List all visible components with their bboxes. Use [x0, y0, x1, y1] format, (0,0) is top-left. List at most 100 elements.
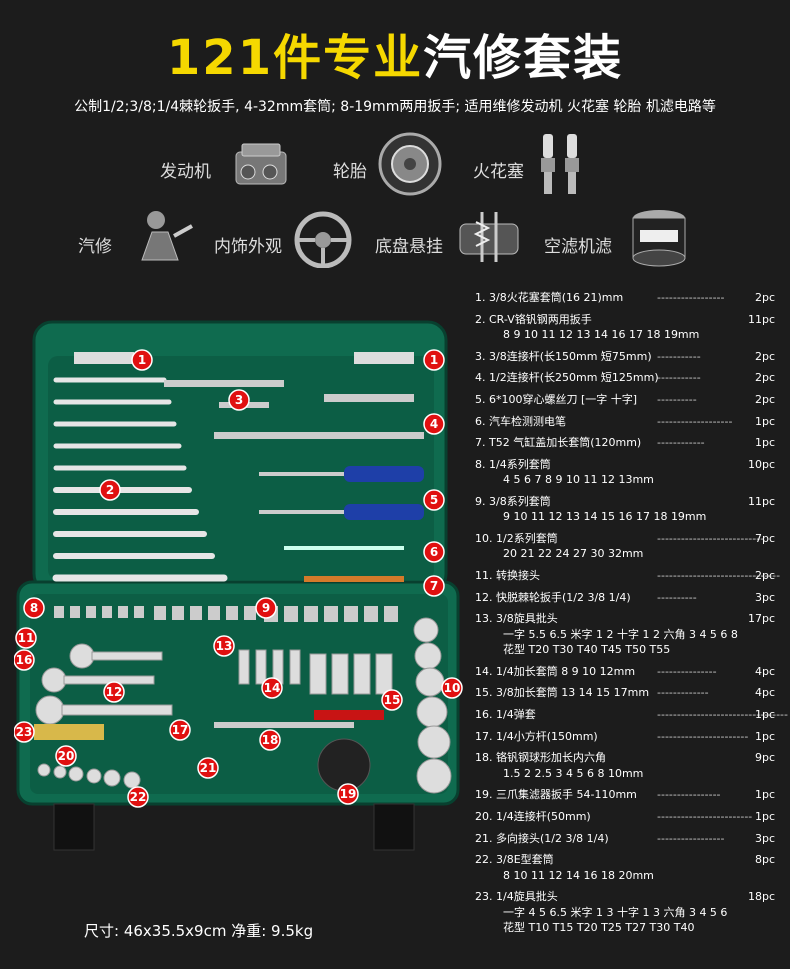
parts-list-item: 1. 3/8火花塞套筒(16 21)mm-----------------2pc: [475, 292, 785, 306]
item-name: 18. 铬钒钢球形加长内六角: [475, 751, 606, 765]
item-name: 16. 1/4弹套: [475, 708, 536, 721]
item-name: 10. 1/2系列套筒: [475, 531, 558, 545]
ratchet-set: [35, 643, 173, 725]
callout-7-text: 7: [430, 579, 438, 593]
callout-8: 8: [23, 597, 45, 619]
item-detail: 8 10 11 12 14 16 18 20mm: [503, 868, 654, 882]
callout-23-text: 23: [16, 725, 33, 739]
callout-3-text: 3: [235, 393, 243, 407]
item-count: 2pc: [754, 569, 775, 582]
item-name: 1. 3/8火花塞套筒(16 21)mm: [475, 291, 624, 304]
item-leader: -----------: [657, 371, 701, 385]
callout-1a: 1: [131, 349, 153, 371]
item-leader: -----------------: [657, 291, 725, 304]
parts-list-item: 20. 1/4连接杆(50mm) ------------------------…: [475, 811, 785, 825]
item-detail: 1.5 2 2.5 3 4 5 6 8 10mm: [503, 766, 644, 780]
oil-filter-icon: [632, 210, 686, 267]
item-name: 17. 1/4小方杆(150mm): [475, 729, 598, 743]
callout-16: 16: [14, 649, 35, 671]
callout-6-text: 6: [430, 545, 438, 559]
callout-18-text: 18: [262, 733, 279, 747]
steering-wheel-icon: [294, 211, 352, 268]
suspension-icon: [459, 212, 519, 262]
callout-7: 7: [423, 575, 445, 597]
callout-9: 9: [255, 597, 277, 619]
callout-20: 20: [55, 745, 77, 767]
app-label-tire: 轮胎: [333, 162, 367, 182]
item-count: 8pc: [754, 853, 775, 867]
item-name: 7. T52 气缸盖加长套筒(120mm): [475, 436, 642, 450]
callout-11: 11: [15, 627, 37, 649]
parts-list-item: 6. 汽车检测测电笔-------------------1pc: [475, 416, 785, 430]
callout-12: 12: [103, 681, 125, 703]
parts-list-item: 11. 转换接头-------------------------------2…: [475, 570, 785, 584]
parts-list-item: 8. 1/4系列套筒 10pc: [475, 459, 785, 473]
item-detail: 花型 T20 T30 T40 T45 T50 T55: [503, 643, 671, 657]
item-detail: 9 10 11 12 13 14 15 16 17 18 19mm: [503, 510, 707, 524]
item-name: 3. 3/8连接杆(长150mm 短75mm): [475, 349, 652, 363]
item-name: 20. 1/4连接杆(50mm): [475, 809, 591, 823]
item-count: 2pc: [754, 392, 775, 406]
item-leader: ------------------------: [657, 809, 753, 823]
item-count: 1pc: [754, 708, 775, 721]
parts-list-item: 7. T52 气缸盖加长套筒(120mm)------------1pc: [475, 437, 785, 451]
parts-list-item: 5. 6*100穿心螺丝刀 [一字 十字] ---------- 2pc: [475, 394, 785, 408]
socket-row: [54, 606, 398, 622]
callout-17: 17: [169, 719, 191, 741]
item-leader: -----------------: [657, 831, 725, 845]
item-leader: ------------: [657, 436, 705, 450]
parts-list-item: 10. 1/2系列套筒---------------------------7p…: [475, 533, 785, 547]
mechanic-icon: [141, 211, 193, 261]
parts-list-item: 4. 1/2连接杆(长250mm 短125mm)-----------2pc: [475, 372, 785, 386]
item-name: 15. 3/8加长套筒 13 14 15 17mm: [475, 686, 650, 700]
item-name: 21. 多向接头(1/2 3/8 1/4): [475, 831, 609, 845]
callout-22-text: 22: [130, 790, 147, 804]
item-count: 17pc: [747, 612, 775, 626]
callout-3: 3: [228, 389, 250, 411]
callout-18: 18: [259, 729, 281, 751]
app-label-repair: 汽修: [78, 237, 112, 257]
item-name: 19. 三爪集滤器扳手 54-110mm: [475, 788, 637, 802]
callout-11-text: 11: [18, 631, 35, 645]
item-name: 5. 6*100穿心螺丝刀 [一字 十字]: [475, 392, 638, 406]
app-label-filter: 空滤机滤: [544, 237, 612, 257]
callout-15: 15: [381, 689, 403, 711]
item-leader: ----------: [657, 392, 697, 406]
callout-2-text: 2: [106, 483, 114, 497]
item-count: 9pc: [754, 751, 775, 765]
item-count: 3pc: [754, 590, 775, 604]
tool-case: 1 1 2 3 4 5 6 7 8 9 10 11 12 13 14 15 16…: [14, 320, 463, 851]
item-leader: ---------------: [657, 664, 717, 678]
item-detail: 20 21 22 24 27 30 32mm: [503, 547, 644, 561]
callout-1a-text: 1: [138, 353, 146, 367]
item-leader: -------------: [657, 686, 709, 700]
app-label-chassis: 底盘悬挂: [375, 237, 443, 257]
item-count: 2pc: [754, 349, 775, 363]
parts-list-item: 14. 1/4加长套筒 8 9 10 12mm---------------4p…: [475, 666, 785, 680]
callout-20-text: 20: [58, 749, 75, 763]
item-detail: 花型 T10 T15 T20 T25 T27 T30 T40: [503, 921, 695, 935]
parts-list-item: 17. 1/4小方杆(150mm)-----------------------…: [475, 731, 785, 745]
item-count: 4pc: [754, 686, 775, 700]
callout-6: 6: [423, 541, 445, 563]
item-name: 9. 3/8系列套筒: [475, 494, 551, 508]
item-leader: ----------: [657, 590, 697, 604]
wrench-set: [52, 377, 228, 582]
item-leader: ---------------------------------: [657, 708, 788, 721]
item-leader: ---------------------------: [657, 531, 765, 545]
callout-22: 22: [127, 786, 149, 808]
callout-16-text: 16: [16, 653, 33, 667]
item-name: 12. 快脱棘轮扳手(1/2 3/8 1/4): [475, 590, 631, 604]
item-detail: 一字 4 5 6.5 米字 1 3 十字 1 3 六角 3 4 5 6: [503, 905, 728, 919]
page-title: 121件专业汽修套装: [0, 18, 790, 88]
callout-21: 21: [197, 757, 219, 779]
item-count: 1pc: [754, 729, 775, 743]
item-count: 10pc: [747, 457, 775, 471]
callout-10: 10: [441, 677, 463, 699]
item-name: 8. 1/4系列套筒: [475, 457, 551, 471]
callout-19-text: 19: [340, 787, 357, 801]
